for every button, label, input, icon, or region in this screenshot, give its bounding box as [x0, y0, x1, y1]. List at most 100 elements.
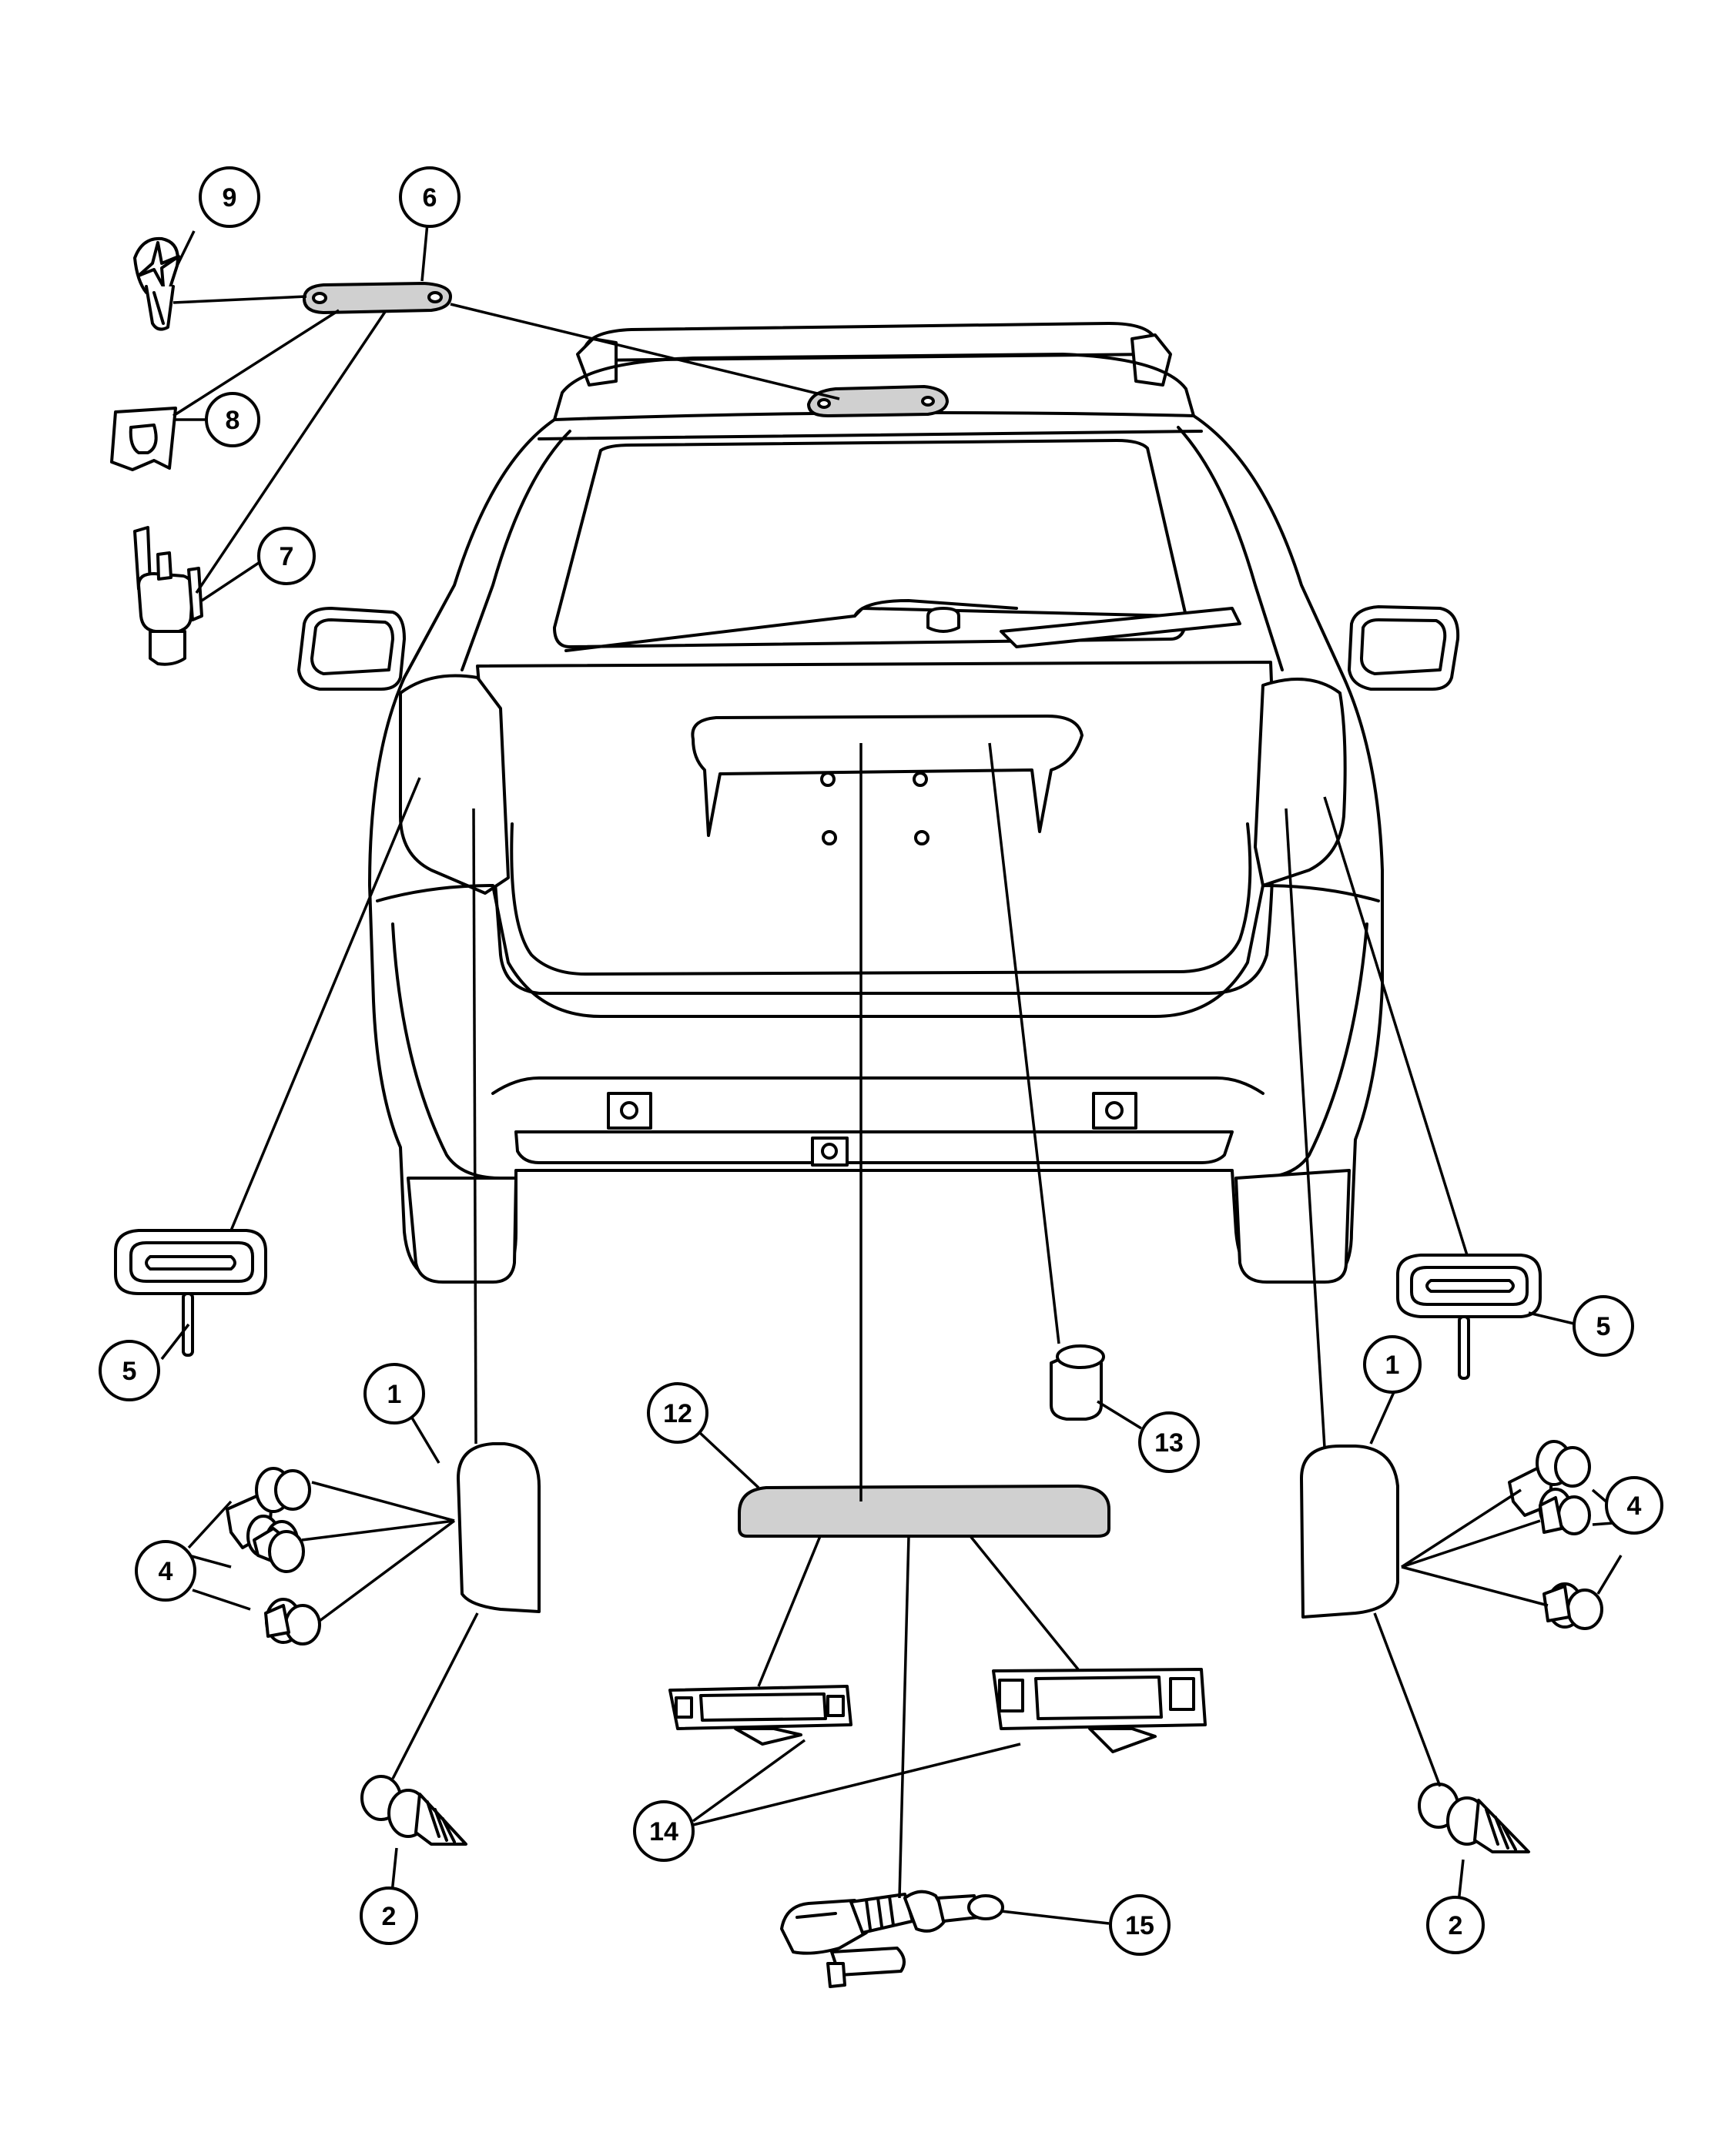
side-mirror-right — [1348, 605, 1460, 691]
callout-label-6: 6 — [423, 183, 437, 213]
callout-5-right: 5 — [1573, 1295, 1634, 1357]
license-lamp-wedge — [734, 1727, 802, 1746]
tire-left — [407, 1177, 518, 1284]
callout-7: 7 — [257, 527, 316, 585]
callout-5-left: 5 — [99, 1340, 160, 1401]
bumper-corner-right — [1254, 922, 1368, 1180]
callout-circle-1-left — [363, 1363, 425, 1424]
bulb-wedge-item-9 — [133, 236, 179, 298]
screw-left-item-2 — [360, 1775, 467, 1846]
hitch-bracket — [811, 1137, 849, 1167]
callout-circle-14 — [633, 1800, 695, 1862]
callout-label-4-right: 4 — [1627, 1491, 1642, 1521]
hitch-bracket-hole — [821, 1143, 838, 1160]
callout-circle-5-left — [99, 1340, 160, 1401]
socket-body — [264, 1604, 290, 1638]
callout-label-1-right: 1 — [1385, 1351, 1400, 1380]
callout-circle-8 — [205, 392, 260, 447]
gasket-item-8 — [110, 407, 177, 471]
tow-bracket-right-hole — [1105, 1101, 1124, 1120]
chmsl-group — [110, 236, 950, 666]
callout-label-9: 9 — [223, 183, 237, 213]
callout-label-13: 13 — [1154, 1428, 1184, 1458]
callout-8: 8 — [205, 392, 260, 447]
bulb-dome — [268, 1530, 305, 1573]
callout-6: 6 — [399, 166, 461, 228]
side-marker-left-item-5 — [114, 1229, 267, 1357]
chmsl-lamp-item-6 — [302, 281, 453, 315]
liftgate-inner-line — [510, 822, 1252, 976]
bulb-dome — [1554, 1446, 1591, 1488]
leader-lines — [160, 223, 1623, 1925]
license-lamp-tab — [1169, 1677, 1195, 1711]
bulb-sockets-left-item-4 — [226, 1467, 321, 1645]
marker-lens-mid — [1410, 1266, 1529, 1306]
wiring-connector-item-15 — [780, 1890, 1004, 1988]
callout-13: 13 — [1138, 1411, 1200, 1473]
callout-circle-2-left — [360, 1886, 418, 1945]
callout-circle-5-right — [1573, 1295, 1634, 1357]
marker-lens-inner — [145, 1255, 236, 1270]
gasket-opening — [129, 424, 158, 454]
callout-circle-9 — [199, 166, 260, 228]
callout-circle-12 — [647, 1382, 708, 1444]
tail-lamp-left-item-1 — [457, 1442, 541, 1613]
plate-hole — [914, 830, 929, 845]
body-taillamp-left — [399, 674, 510, 895]
body-pillar-left — [461, 430, 571, 671]
body-pillar-right — [1177, 426, 1284, 671]
callout-9: 9 — [199, 166, 260, 228]
license-lamp-wedge — [1088, 1727, 1157, 1753]
side-mirror-left — [297, 607, 406, 691]
chmsl-mount-hole — [312, 292, 327, 304]
tow-bracket-left-hole — [620, 1101, 638, 1120]
side-mirror-right-inner — [1360, 618, 1447, 675]
roof-spoiler — [553, 353, 1195, 421]
license-lamp-lens — [1034, 1676, 1163, 1720]
bulb-dome — [284, 1604, 321, 1645]
callout-label-1-left: 1 — [387, 1380, 402, 1409]
callout-label-15: 15 — [1125, 1911, 1154, 1940]
screw-right-item-2 — [1418, 1783, 1530, 1853]
bulb-dome — [1566, 1589, 1603, 1630]
rear-wiper-arm — [1000, 607, 1241, 648]
vehicle-rear-view — [297, 322, 1460, 1284]
rear-window — [553, 439, 1187, 648]
marker-pigtail — [1458, 1315, 1470, 1380]
body-outline — [368, 414, 1384, 1280]
screw-thread — [1473, 1799, 1530, 1853]
bulb-dome — [1557, 1495, 1591, 1535]
liftgate — [476, 661, 1275, 995]
connector-plug-end — [967, 1894, 1004, 1920]
socket-stem — [156, 551, 172, 581]
bulb-sockets-right-item-4 — [1508, 1440, 1603, 1630]
body-taillamp-right — [1254, 678, 1347, 887]
connector-shell-line — [796, 1912, 837, 1919]
socket-body-item-7 — [137, 572, 195, 633]
callout-circle-1-right — [1363, 1335, 1422, 1394]
bulb-base-line — [152, 291, 165, 325]
callout-label-2-left: 2 — [382, 1902, 397, 1931]
callout-label-14: 14 — [649, 1817, 678, 1846]
window-wiper-recess — [853, 599, 1018, 618]
tire-right — [1234, 1169, 1351, 1284]
connector-rib-lines — [865, 1895, 895, 1930]
license-lamp-lens — [699, 1692, 827, 1722]
roof-rack-foot-right — [1130, 333, 1172, 387]
license-lamp-right-item-14 — [992, 1668, 1207, 1753]
callout-1-right: 1 — [1363, 1335, 1422, 1394]
plate-hole — [822, 830, 837, 845]
applique-item-12 — [738, 1484, 1110, 1538]
bumper-grommet-item-13 — [1050, 1344, 1105, 1421]
callout-4-right: 4 — [1605, 1476, 1663, 1535]
side-marker-right-item-5 — [1396, 1254, 1542, 1380]
callout-label-4-left: 4 — [159, 1557, 173, 1586]
callout-circle-7 — [257, 527, 316, 585]
bumper-lower-step — [514, 1130, 1234, 1164]
tail-lamp-right-item-1 — [1300, 1445, 1399, 1619]
screw-thread-lines — [1485, 1808, 1517, 1851]
callout-circle-2-right — [1426, 1896, 1485, 1954]
socket-body — [1542, 1585, 1571, 1622]
callout-4-left: 4 — [135, 1540, 196, 1602]
